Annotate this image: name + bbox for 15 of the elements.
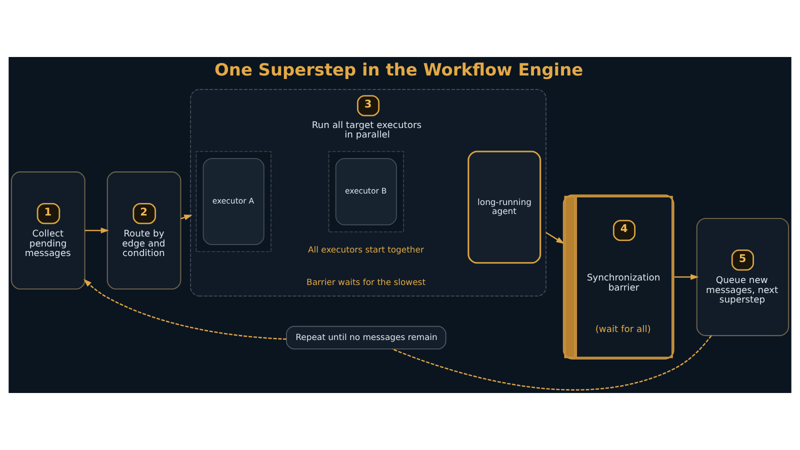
arrow bbox=[84, 228, 110, 234]
node-box: 1 Collect pending messages bbox=[10, 171, 86, 290]
cluster bbox=[328, 151, 404, 232]
node-box: 5 Queue new messages, next superstep bbox=[696, 218, 790, 336]
arrow bbox=[674, 274, 699, 280]
arrow bbox=[84, 278, 286, 340]
arrow bbox=[546, 232, 564, 244]
node-box: long-running agent bbox=[468, 150, 542, 264]
node-box: Repeat until no messages remain bbox=[286, 326, 446, 350]
cluster bbox=[196, 151, 272, 252]
connector bbox=[392, 335, 712, 390]
label: All executors start together bbox=[308, 244, 424, 254]
label: Barrier waits for the slowest bbox=[306, 276, 426, 287]
diagram-title: One Superstep in the Workflow Engine bbox=[214, 59, 584, 80]
node-box: 2 Route by edge and condition bbox=[106, 171, 182, 290]
